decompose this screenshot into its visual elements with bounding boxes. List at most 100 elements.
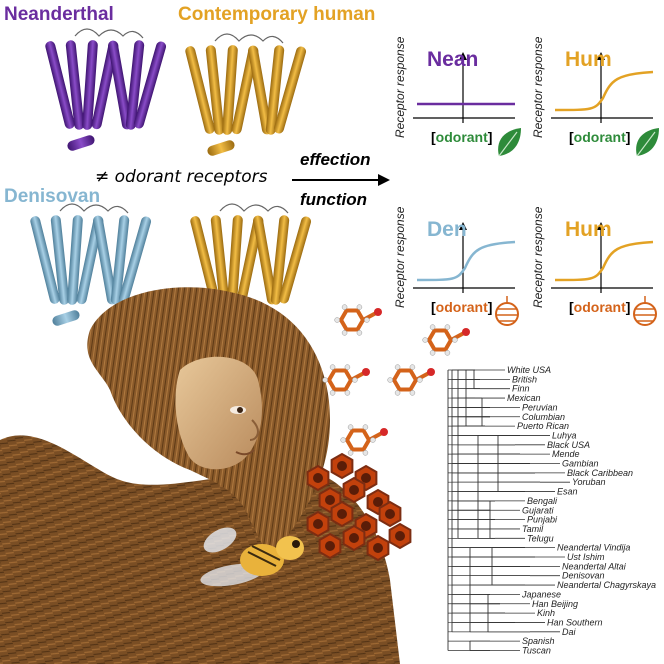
helix — [93, 215, 117, 305]
denisovan-label: Denisovan — [4, 186, 101, 207]
plot-ylabel: Receptor response — [533, 36, 545, 138]
tree-leaf-label: Spanish — [522, 636, 555, 646]
denisovan-receptor — [30, 203, 152, 326]
tree-leaf-label: Kinh — [537, 608, 555, 618]
bee-wing — [203, 527, 237, 553]
helix — [50, 215, 70, 305]
helix — [67, 135, 95, 151]
plot-ylabel: Receptor response — [533, 206, 545, 308]
helix — [30, 216, 60, 304]
face — [175, 356, 262, 470]
helix — [108, 40, 132, 130]
tree-leaf-label: Punjabi — [527, 515, 558, 525]
human-receptor-top — [185, 33, 307, 156]
plot-title: Hum — [565, 48, 612, 71]
tree-leaf-label: Japanese — [521, 589, 561, 599]
helix — [227, 215, 243, 305]
beehive-icon — [633, 296, 657, 326]
helix — [278, 216, 312, 304]
tree-leaf-label: Tuscan — [522, 646, 551, 656]
helix — [52, 310, 80, 326]
helix — [253, 215, 277, 305]
helix — [45, 41, 75, 129]
helix — [207, 140, 235, 156]
odorant-molecule — [422, 324, 470, 356]
tree-leaf-label: Gujarati — [522, 505, 555, 515]
tree-leaf-label: Columbian — [522, 412, 565, 422]
function-text: function — [300, 190, 368, 209]
helix — [118, 216, 152, 304]
tree-leaf-label: Bengali — [527, 496, 558, 506]
helix — [265, 45, 285, 135]
odorant-label: [odorant] — [431, 129, 492, 145]
neanderthal-label: Neanderthal — [4, 4, 114, 25]
tree-leaf-label: Peruvian — [522, 402, 558, 412]
plot-title: Den — [427, 218, 467, 241]
tree-leaf-label: British — [512, 374, 537, 384]
tree-leaf-label: Gambian — [562, 459, 599, 469]
plot-ylabel: Receptor response — [395, 206, 407, 308]
tree-leaf-label: Luhya — [552, 430, 577, 440]
helix — [82, 40, 98, 130]
odorant-label: [odorant] — [431, 299, 492, 315]
tree-leaf-label: Black Caribbean — [567, 468, 633, 478]
odorant-molecule — [322, 364, 370, 396]
tree-leaf-label: Mende — [552, 449, 580, 459]
tree-leaf-label: Telugu — [527, 533, 554, 543]
tree-leaf-label: Puerto Rican — [517, 421, 569, 431]
helix — [205, 45, 225, 135]
human-receptor-bottom — [190, 203, 312, 326]
tree-leaf-label: White USA — [507, 365, 551, 375]
helix — [65, 40, 85, 130]
helix — [67, 215, 83, 305]
helix — [125, 40, 145, 130]
tree-leaf-label: Han Beijing — [532, 599, 578, 609]
odorant-molecule — [387, 364, 435, 396]
response-plot-nean: Receptor response Nean [odorant] — [395, 36, 521, 157]
response-plot-hum: Receptor response Hum [odorant] — [533, 206, 657, 326]
tree-leaf-label: Black USA — [547, 440, 590, 450]
plot-title: Nean — [427, 48, 478, 71]
response-plot-den: Receptor response Den [odorant] — [395, 206, 519, 326]
effection-text: effection — [300, 150, 371, 169]
helix — [185, 46, 215, 134]
tree-leaf-label: Neandertal Vindija — [557, 543, 630, 553]
plot-ylabel: Receptor response — [395, 36, 407, 138]
odorant-receptors-text: ≠ odorant receptors — [95, 167, 268, 187]
helix — [270, 215, 290, 305]
plot-title: Hum — [565, 218, 612, 241]
response-curve — [554, 70, 654, 112]
helix — [273, 46, 307, 134]
odorant-label: [odorant] — [569, 299, 630, 315]
helix — [248, 45, 272, 135]
tree-leaf-label: Neandertal Chagyrskaya — [557, 580, 656, 590]
tree-leaf-label: Yoruban — [572, 477, 606, 487]
odorant-molecule — [340, 424, 388, 456]
helix — [190, 216, 220, 304]
tree-leaf-label: Finn — [512, 384, 530, 394]
helix — [210, 215, 230, 305]
helix — [222, 45, 238, 135]
tree-leaf-label: Denisovan — [562, 571, 605, 581]
helix — [110, 215, 130, 305]
tree-leaf-label: Tamil — [522, 524, 544, 534]
contemporary-human-label: Contemporary human — [178, 4, 376, 25]
response-curve — [416, 240, 516, 282]
tree-leaf-label: Mexican — [507, 393, 541, 403]
response-curve — [554, 240, 654, 282]
odorant-molecule — [334, 304, 382, 336]
tree-leaf-label: Han Southern — [547, 617, 603, 627]
tree-leaf-label: Neandertal Altai — [562, 561, 627, 571]
tree-leaf-label: Dai — [562, 627, 577, 637]
helix — [133, 41, 167, 129]
beehive-icon — [495, 296, 519, 326]
